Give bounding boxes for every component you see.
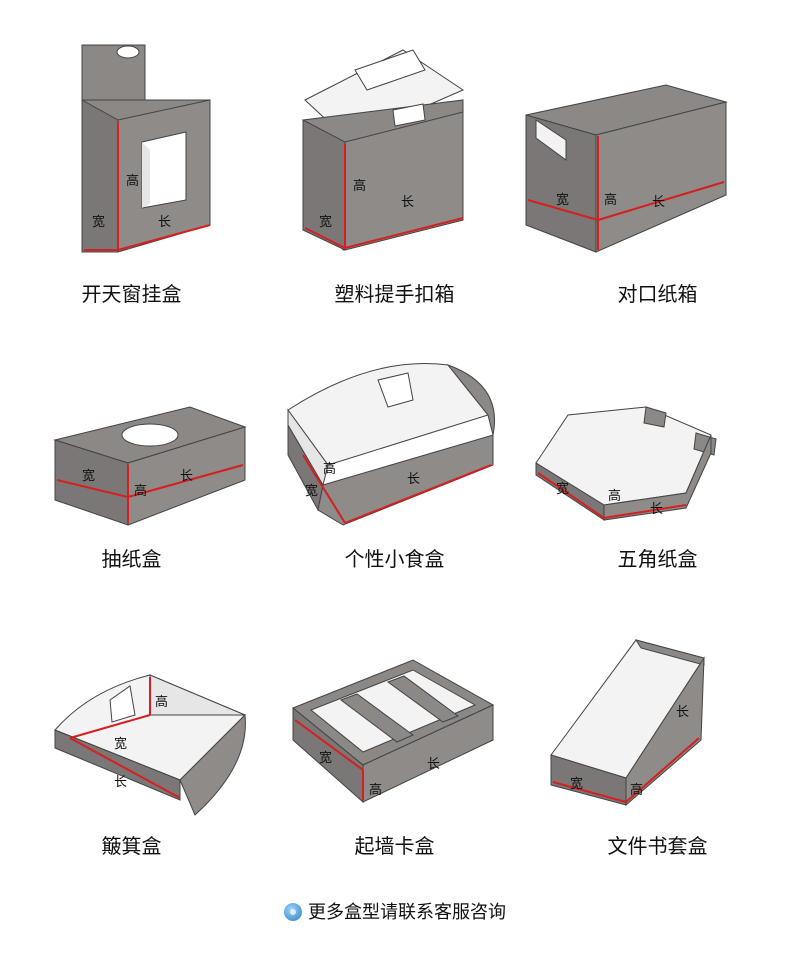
box-card-snack: 高 宽 长 个性小食盒 <box>263 315 526 605</box>
height-label: 高 <box>353 178 366 194</box>
box-card-plastic-handle: 高 宽 长 塑料提手扣箱 <box>263 20 526 310</box>
height-label: 高 <box>155 694 168 710</box>
length-label: 长 <box>180 469 193 484</box>
box-card-tissue: 宽 高 长 抽纸盒 <box>0 315 263 605</box>
regular-carton-illustration: 宽 高 长 <box>525 84 728 253</box>
plastic-handle-box-illustration: 高 宽 长 <box>302 49 465 251</box>
box-card-hanging-window: 高 宽 长 开天窗挂盒 <box>0 20 263 310</box>
box-caption: 开天窗挂盒 <box>81 282 182 306</box>
height-label: 高 <box>126 173 139 189</box>
width-label: 宽 <box>556 481 569 497</box>
width-label: 宽 <box>319 214 332 230</box>
hanging-window-box-illustration: 高 宽 长 <box>81 44 211 253</box>
length-label: 长 <box>650 502 663 517</box>
dustpan-box-illustration: 高 宽 长 <box>54 674 246 816</box>
height-label: 高 <box>630 782 643 798</box>
wall-card-box-illustration: 宽 高 长 <box>292 659 495 804</box>
height-label: 高 <box>134 483 147 499</box>
tissue-box-illustration: 宽 高 长 <box>53 406 247 526</box>
length-label: 长 <box>407 472 420 487</box>
box-card-file-sleeve: 宽 高 长 文件书套盒 <box>526 590 789 880</box>
pentagon-box-illustration: 宽 高 长 <box>535 406 717 521</box>
height-label: 高 <box>604 192 617 208</box>
width-label: 宽 <box>82 468 95 484</box>
length-label: 长 <box>427 757 440 772</box>
box-caption: 个性小食盒 <box>344 547 445 571</box>
width-label: 宽 <box>570 776 583 792</box>
box-card-wall-card: 宽 高 长 起墙卡盒 <box>263 590 526 880</box>
width-label: 宽 <box>305 483 318 499</box>
height-label: 高 <box>608 488 621 504</box>
footer-text: 更多盒型请联系客服咨询 <box>308 902 506 923</box>
box-caption: 簸箕盒 <box>101 834 162 858</box>
box-card-pentagon: 宽 高 长 五角纸盒 <box>526 315 789 605</box>
height-label: 高 <box>323 461 336 477</box>
box-card-dustpan: 高 宽 长 簸箕盒 <box>0 590 263 880</box>
footer-contact-note: 更多盒型请联系客服咨询 <box>0 898 790 924</box>
length-label: 长 <box>401 195 414 210</box>
box-caption: 文件书套盒 <box>607 834 708 858</box>
length-label: 长 <box>652 195 665 210</box>
snack-box-illustration: 高 宽 长 <box>287 362 495 526</box>
info-bubble-icon <box>284 903 302 921</box>
box-caption: 五角纸盒 <box>617 547 698 571</box>
box-type-grid: 高 宽 长 开天窗挂盒 高 宽 长 塑料提手扣箱 <box>0 20 789 880</box>
width-label: 宽 <box>92 214 105 230</box>
length-label: 长 <box>158 215 171 230</box>
box-card-regular-carton: 宽 高 长 对口纸箱 <box>525 20 789 310</box>
width-label: 宽 <box>556 192 569 208</box>
box-caption: 起墙卡盒 <box>354 834 435 858</box>
box-caption: 塑料提手扣箱 <box>334 282 455 306</box>
length-label: 长 <box>676 705 689 720</box>
height-label: 高 <box>369 782 382 798</box>
file-sleeve-box-illustration: 宽 高 长 <box>550 639 705 807</box>
box-caption: 对口纸箱 <box>617 282 698 306</box>
box-caption: 抽纸盒 <box>101 547 162 571</box>
width-label: 宽 <box>114 736 127 752</box>
length-label: 长 <box>114 775 127 790</box>
width-label: 宽 <box>319 750 332 766</box>
